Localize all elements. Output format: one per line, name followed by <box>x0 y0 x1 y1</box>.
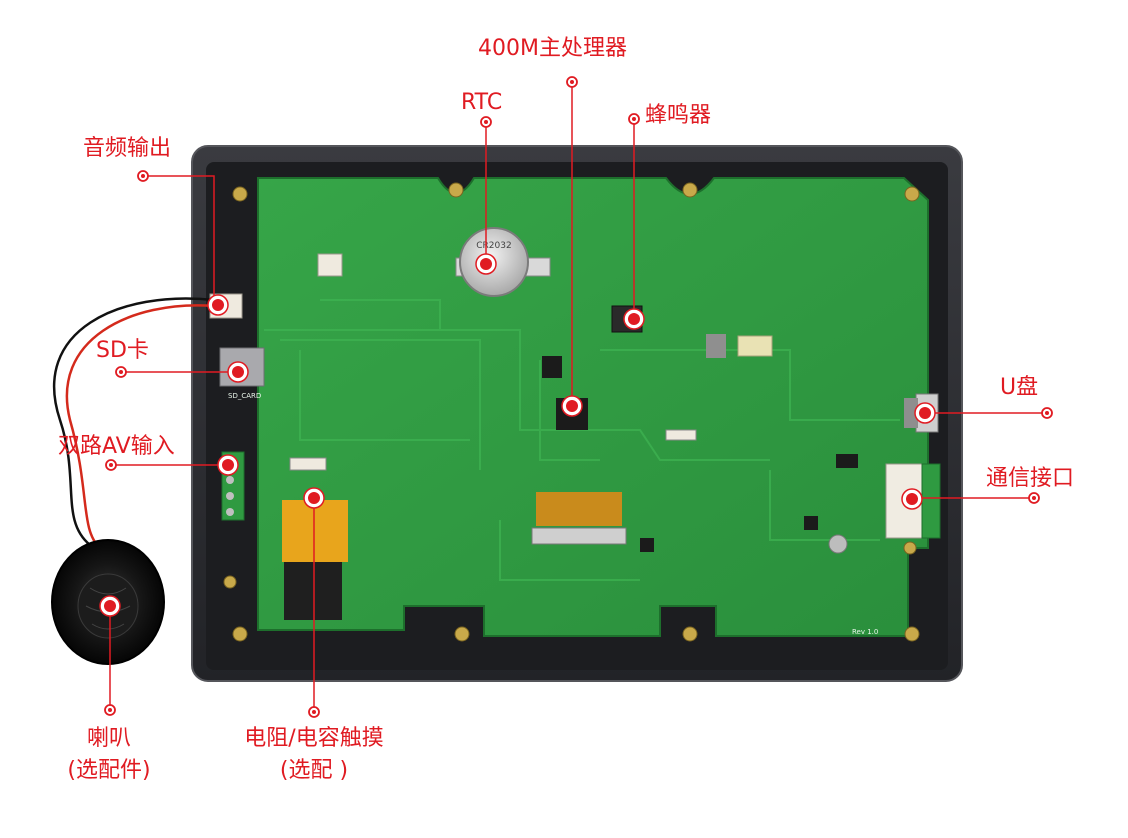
callout-marker-dot-rtc <box>480 258 492 270</box>
label-rtc: RTC <box>461 90 503 115</box>
label-usb-disk: U盘 <box>1000 375 1039 400</box>
leader-anchor-dot-buzzer <box>632 117 636 121</box>
speaker-cable <box>52 297 215 549</box>
label-speaker-line2: (选配件) <box>67 758 151 783</box>
leader-anchor-dot-sd-card <box>119 370 123 374</box>
pcb-board <box>223 177 929 642</box>
label-audio-out: 音频输出 <box>83 136 172 161</box>
label-processor: 400M主处理器 <box>478 36 627 61</box>
callout-marker-dot-processor <box>566 400 578 412</box>
label-touch-line2: (选配 ) <box>279 758 349 783</box>
revision-text: Rev 1.0 <box>852 628 878 636</box>
label-speaker-line1: 喇叭 <box>86 726 131 751</box>
label-touch-line1: 电阻/电容触摸 <box>244 726 384 751</box>
label-buzzer: 蜂鸣器 <box>645 103 712 128</box>
leader-anchor-dot-comm-port <box>1032 496 1036 500</box>
callout-marker-dot-speaker <box>104 600 116 612</box>
ram-chip <box>542 356 562 378</box>
battery-text: CR2032 <box>476 241 511 251</box>
leader-anchor-dot-rtc <box>484 120 488 124</box>
leader-anchor-dot-speaker <box>108 708 112 712</box>
leader-anchor-dot-av-input <box>109 463 113 467</box>
leader-line-audio-out <box>143 175 215 304</box>
label-comm-port: 通信接口 <box>986 466 1075 491</box>
label-sd-card: SD卡 <box>96 338 149 363</box>
callout-marker-dot-touch <box>308 492 320 504</box>
touch-ribbon <box>282 457 348 620</box>
leader-anchor-dot-usb-disk <box>1045 411 1049 415</box>
misc-components: Rev 1.0 <box>640 334 878 636</box>
callout-marker-dot-audio-out <box>212 299 224 311</box>
label-av-input: 双路AV输入 <box>58 434 175 459</box>
callout-marker-dot-usb-disk <box>919 407 931 419</box>
callout-marker-dot-av-input <box>222 459 234 471</box>
leader-anchor-dot-touch <box>312 710 316 714</box>
callout-marker-dot-buzzer <box>628 313 640 325</box>
callout-marker-dot-comm-port <box>906 493 918 505</box>
sd-tag-text: SD_CARD <box>228 392 261 400</box>
leader-anchor-dot-audio-out <box>141 174 145 178</box>
leader-anchor-dot-processor <box>570 80 574 84</box>
lcd-connector <box>531 492 627 545</box>
callout-marker-dot-sd-card <box>232 366 244 378</box>
